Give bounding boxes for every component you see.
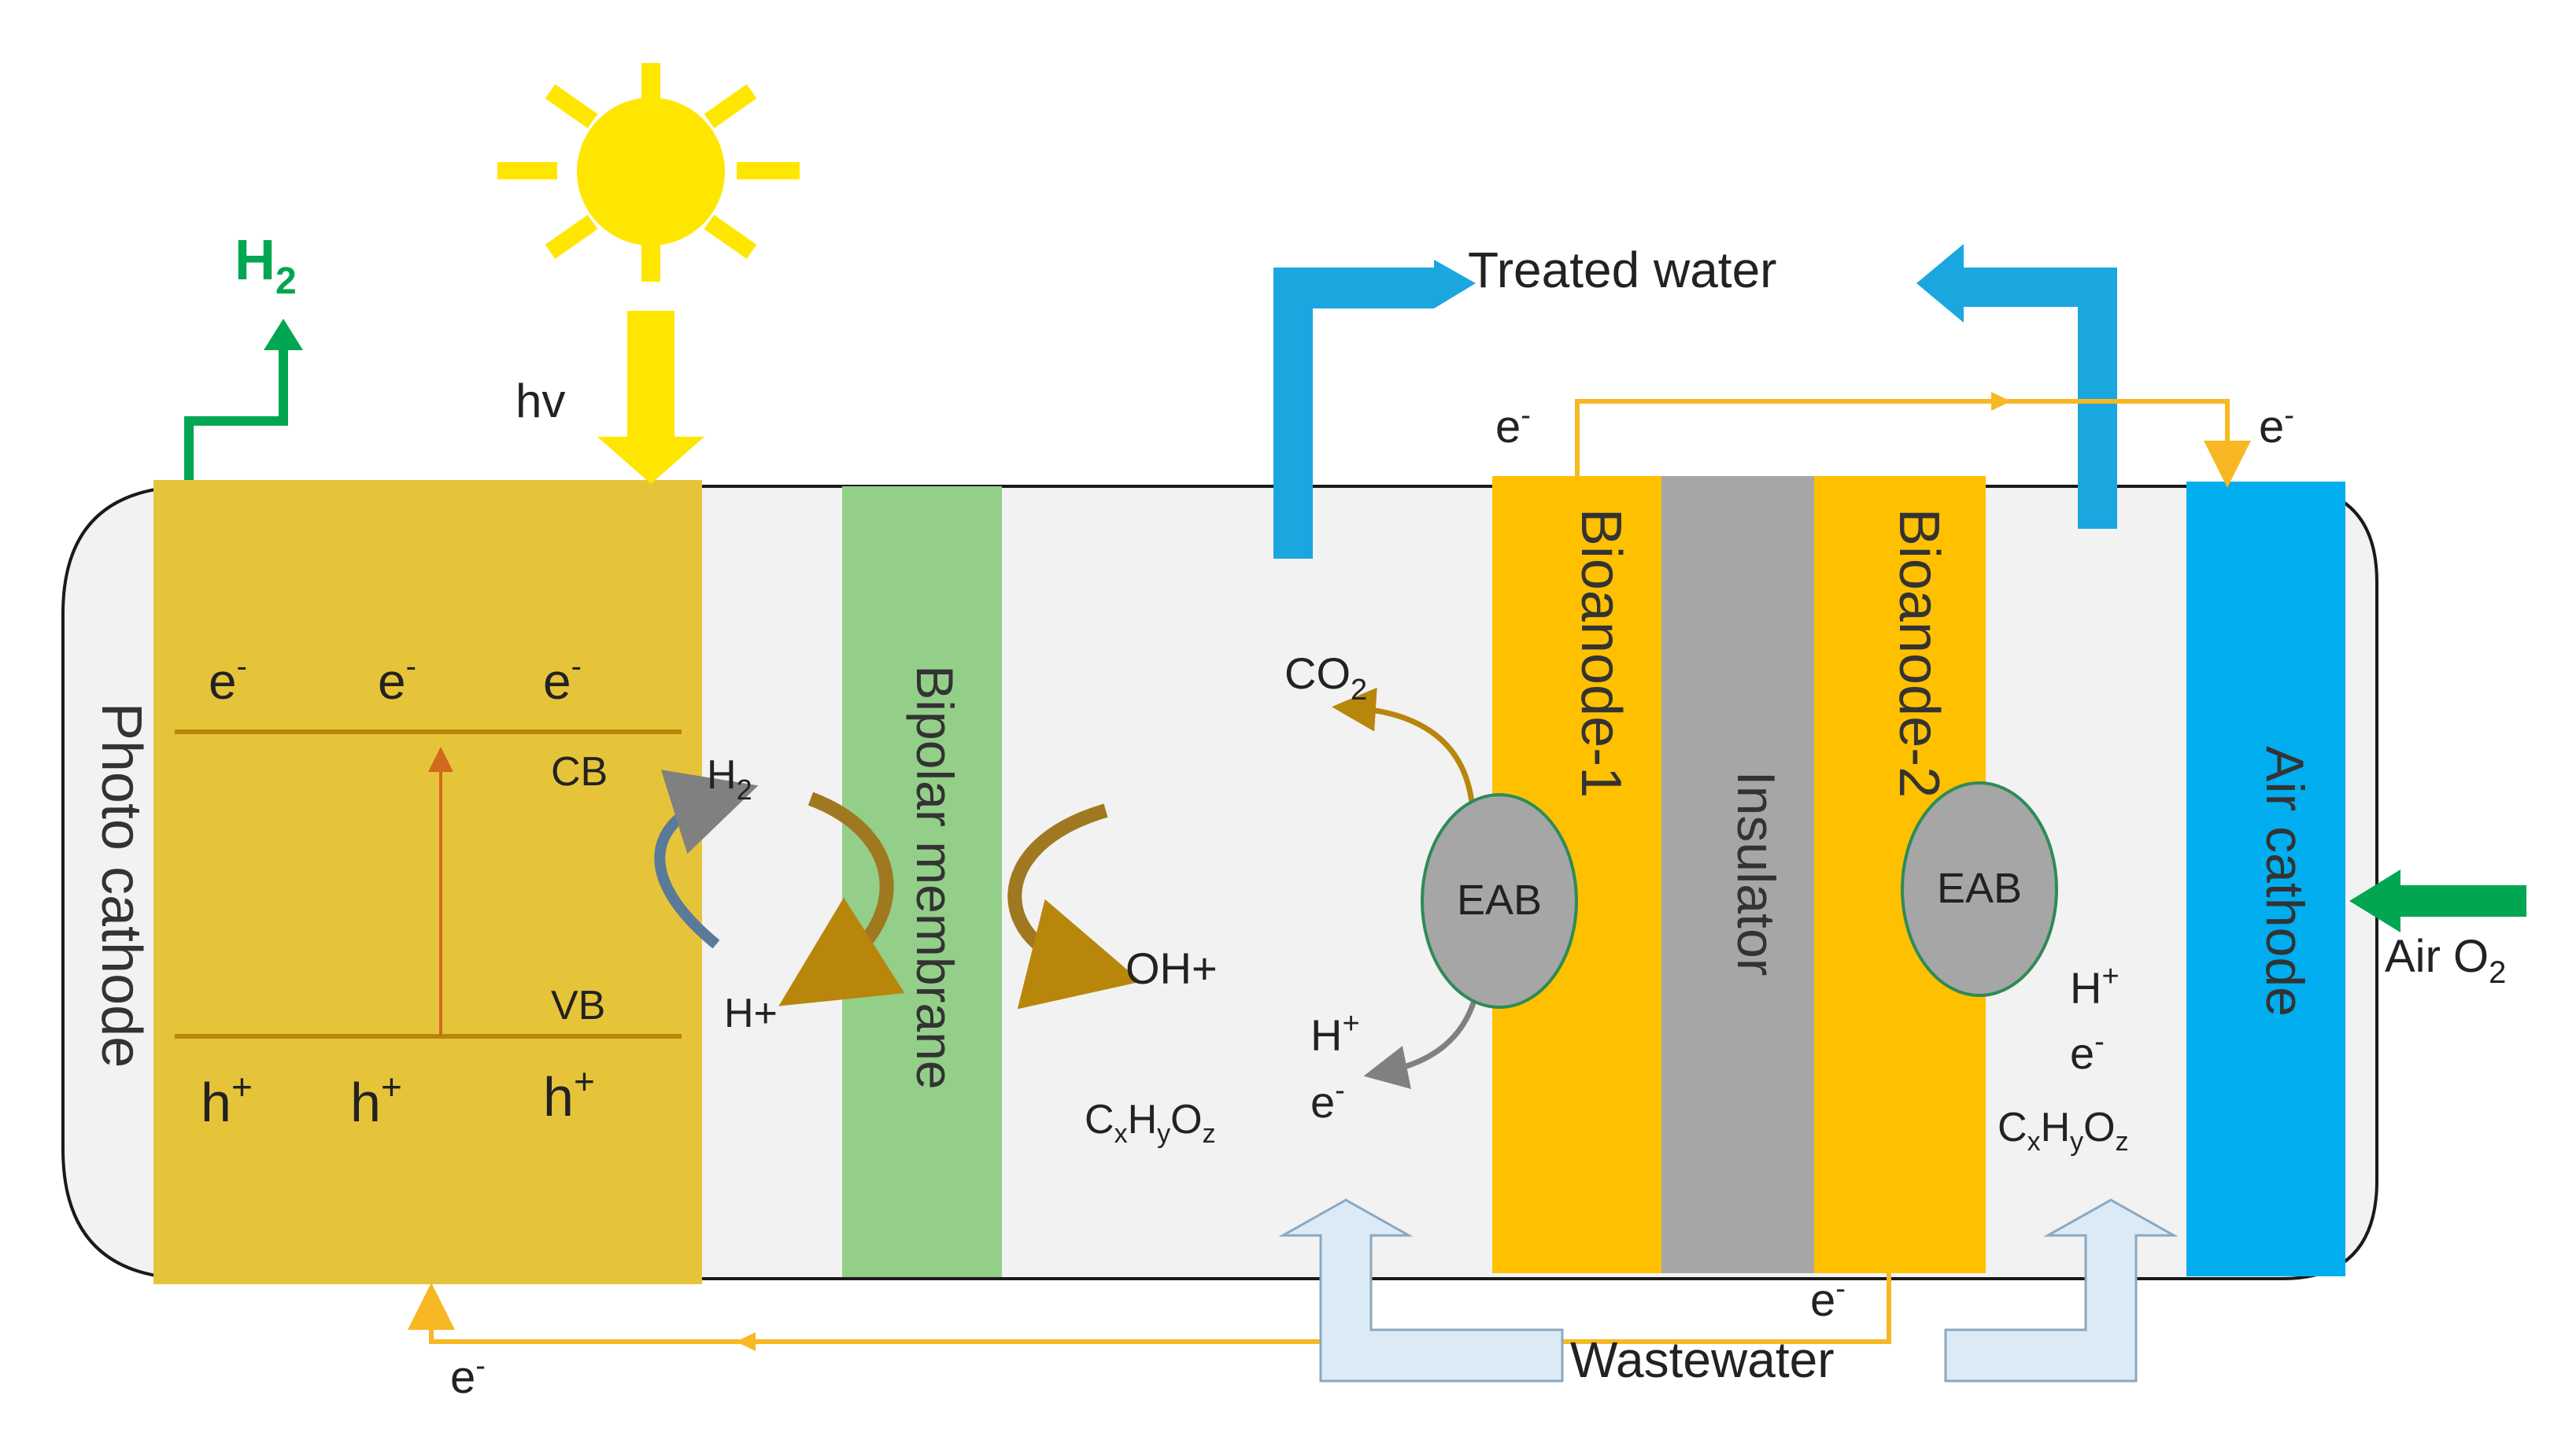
oh-curved-arrow <box>1007 803 1141 1010</box>
photo-cathode-label: Photo cathode <box>90 703 153 1068</box>
co2-label: CO2 <box>1284 648 1367 707</box>
wastewater-arrow-right <box>1944 1198 2179 1383</box>
co2-arrow <box>1332 687 1475 803</box>
cb-electron-3: e- <box>543 649 582 710</box>
sun-icon <box>497 63 800 282</box>
treated-water-arrow-right <box>1916 244 2117 529</box>
h-plus-right-label: H+ <box>2070 960 2120 1013</box>
eab-right-ellipse <box>1901 781 2058 997</box>
h-plus-out-arrow <box>1363 995 1479 1089</box>
h-plus-left-label: H+ <box>1310 1007 1360 1060</box>
eab-left-label: EAB <box>1457 877 1542 924</box>
vb-hole-3: h+ <box>543 1061 595 1128</box>
vb-hole-2: h+ <box>350 1066 402 1133</box>
cxhyoz-left-label: CxHyOz <box>1085 1097 1216 1149</box>
wastewater-arrow-left <box>1278 1198 1564 1383</box>
e-minus-right-label: e- <box>2070 1025 2105 1078</box>
h2-curved-arrow <box>654 770 759 949</box>
oh-plus-label: OH+ <box>1125 943 1218 993</box>
cb-label: CB <box>551 749 608 795</box>
e-minus-bottom-right-label: e- <box>1810 1272 1846 1326</box>
cxhyoz-right-label: CxHyOz <box>1998 1105 2129 1157</box>
air-cathode-label: Air cathode <box>2255 746 2315 1017</box>
e-minus-bottom-left-label: e- <box>450 1350 486 1403</box>
electron-wire-top <box>1575 392 2251 488</box>
insulator-block <box>1661 476 1814 1273</box>
e-minus-left-label: e- <box>1310 1074 1345 1127</box>
air-o2-label: Air O2 <box>2385 931 2506 990</box>
air-cathode-electrode <box>2186 482 2345 1276</box>
treated-water-label: Treated water <box>1468 242 1776 298</box>
light-arrow <box>597 311 704 484</box>
vb-hole-1: h+ <box>201 1066 253 1133</box>
electron-wire-bottom <box>408 1273 1891 1351</box>
bipolar-membrane-label: Bipolar membrane <box>906 665 964 1089</box>
bioanode-2-label: Bioanode-2 <box>1887 508 1950 798</box>
e-minus-top-right-label: e- <box>2259 399 2294 452</box>
h2-output-label: H2 <box>235 229 297 302</box>
cb-electron-1: e- <box>209 649 247 710</box>
bipolar-membrane <box>842 486 1002 1277</box>
h-plus-curved-arrow <box>778 792 905 1006</box>
h-plus-mid-label: H+ <box>724 991 778 1036</box>
air-o2-arrow <box>2349 870 2526 932</box>
vb-label: VB <box>551 983 605 1028</box>
e-minus-top-left-label: e- <box>1495 399 1531 452</box>
bioanode-1-label: Bioanode-1 <box>1569 508 1632 798</box>
insulator-label: Insulator <box>1726 771 1786 977</box>
treated-water-arrow-left-shaft <box>1273 268 1434 559</box>
photo-cathode-electrode <box>153 480 702 1284</box>
cb-electron-2: e- <box>378 649 416 710</box>
eab-left-ellipse <box>1421 793 1578 1009</box>
h2-mid-label: H2 <box>707 752 752 806</box>
wastewater-label: Wastewater <box>1570 1331 1835 1388</box>
h2-output-arrow <box>184 319 303 480</box>
hv-label: hv <box>516 375 565 427</box>
eab-right-label: EAB <box>1937 865 2022 912</box>
